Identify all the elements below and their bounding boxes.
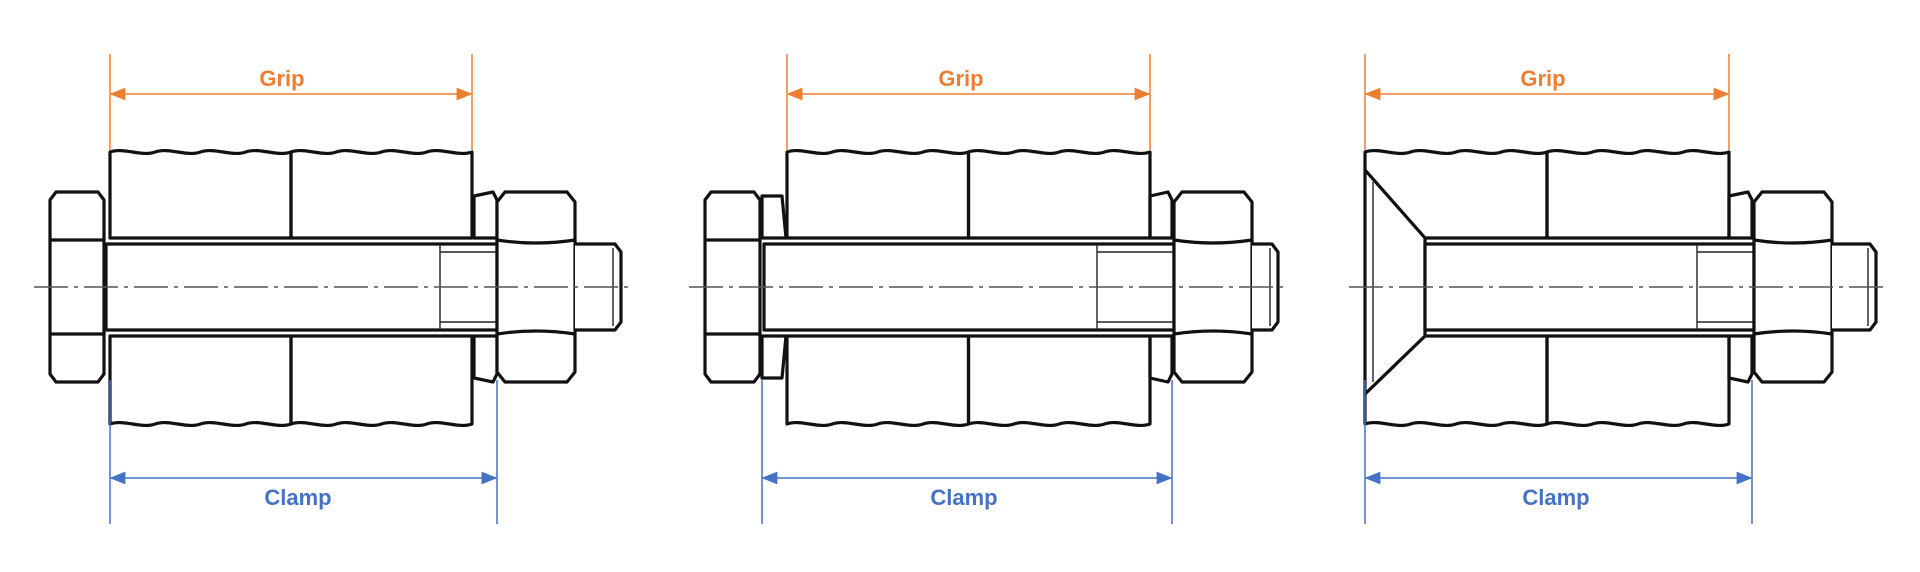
clamp-label-3: Clamp (1522, 485, 1589, 510)
member-1-upper (108, 148, 293, 240)
nut-washer-upper (1727, 190, 1754, 240)
head-washer-lower (760, 334, 788, 380)
nut-washer-lower (1148, 334, 1174, 384)
figure-3-drawing (1349, 54, 1886, 524)
countersunk-head (1363, 168, 1427, 396)
figure-3: Grip Clamp (1349, 54, 1886, 524)
nut-washer-upper (472, 190, 499, 240)
nut-washer-lower (1727, 334, 1754, 384)
member-1-lower (785, 334, 971, 428)
nut-flat-bottom (1172, 329, 1254, 336)
grip-label-1: Grip (259, 66, 304, 91)
head-washer-upper (760, 194, 788, 240)
figure-2-drawing (689, 54, 1288, 524)
member-1-upper (785, 148, 971, 240)
member-2-lower (1545, 334, 1731, 428)
nut-flat-top (495, 238, 577, 245)
figure-1-drawing (34, 54, 631, 524)
member-1-lower (108, 334, 293, 428)
grip-label-3: Grip (1520, 66, 1565, 91)
member-2-lower (966, 334, 1152, 428)
nut-flat-top (1172, 238, 1254, 245)
nut-flat-top (1752, 238, 1834, 245)
clamp-label-1: Clamp (264, 485, 331, 510)
member-2-upper (1545, 148, 1731, 240)
grip-label-2: Grip (938, 66, 983, 91)
clamp-label-2: Clamp (930, 485, 997, 510)
nut-washer-lower (472, 334, 499, 384)
member-1-upper (1363, 148, 1549, 240)
figure-2: Grip Clamp (689, 54, 1288, 524)
member-2-upper (289, 148, 474, 240)
figure-1: Grip Clamp (34, 54, 631, 524)
nut-washer-upper (1148, 190, 1174, 240)
nut-flat-bottom (1752, 329, 1834, 336)
member-1-lower (1363, 334, 1549, 428)
member-2-upper (966, 148, 1152, 240)
nut-flat-bottom (495, 329, 577, 336)
member-2-lower (289, 334, 474, 428)
